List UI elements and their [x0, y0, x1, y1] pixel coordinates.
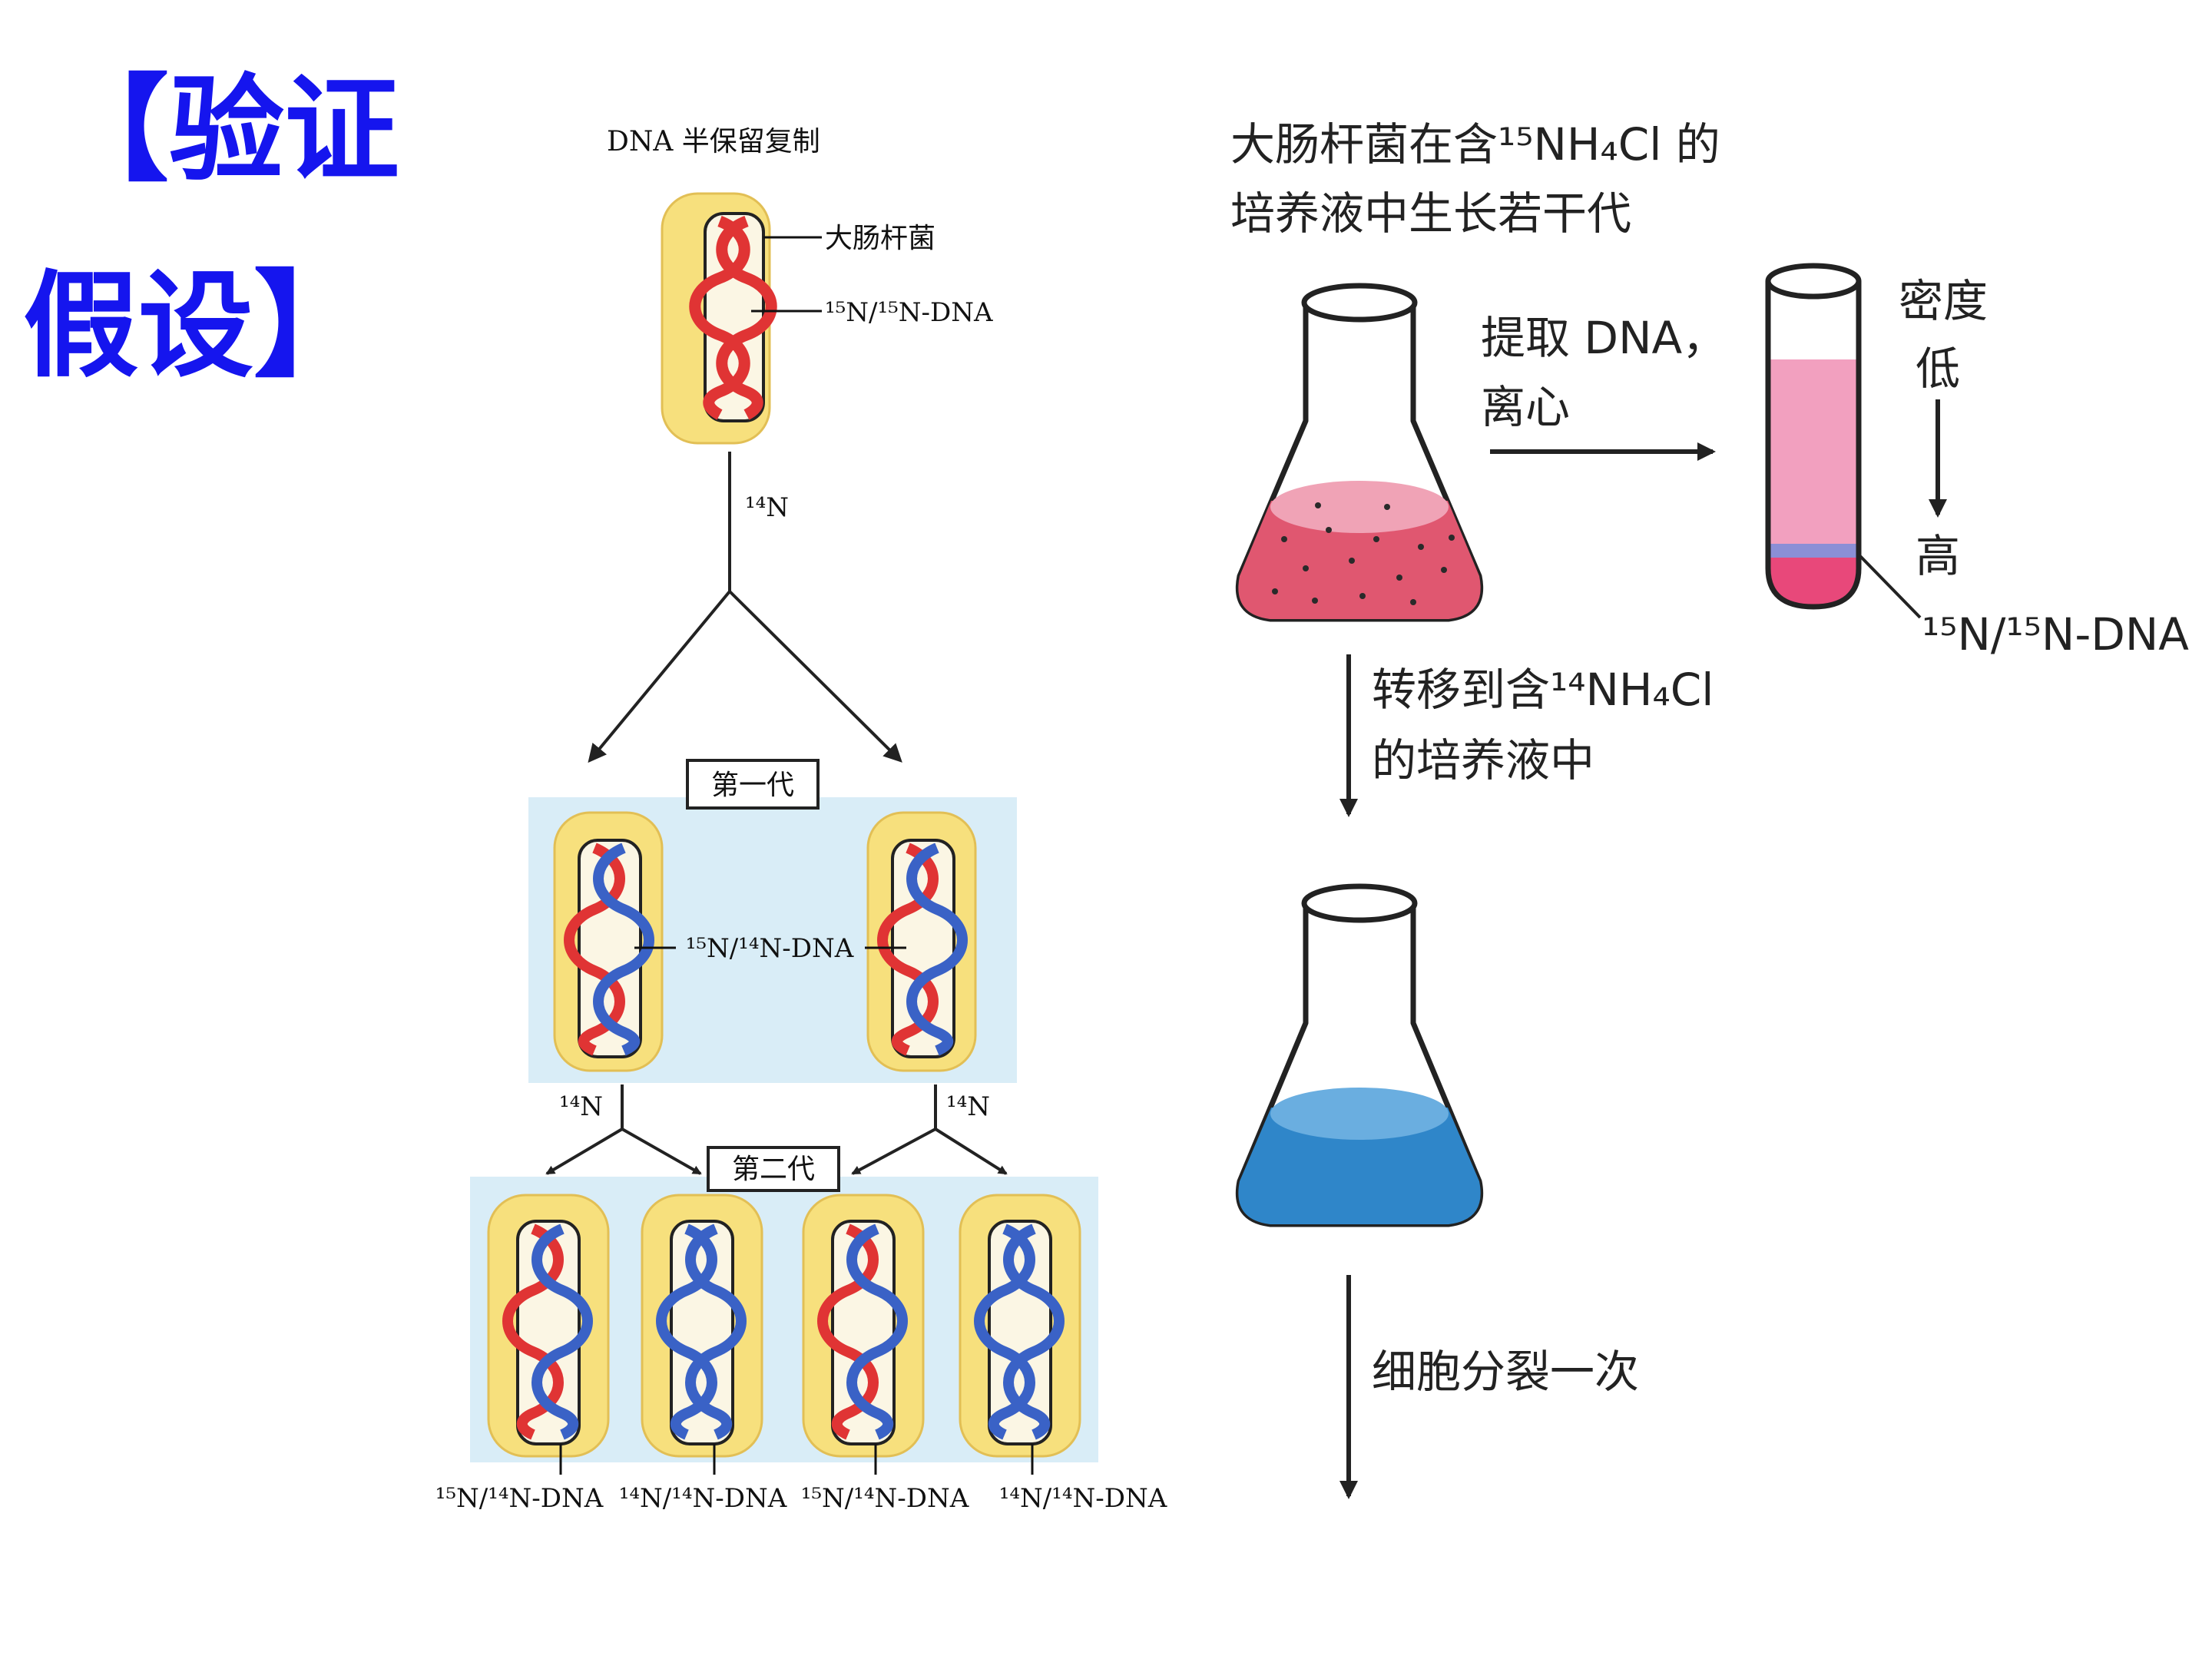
ecoli-cell-icon: [661, 192, 777, 445]
culture-text-line-1: 大肠杆菌在含¹⁵NH₄Cl 的: [1230, 118, 1720, 171]
dna-helix-icon: [974, 1224, 1035, 1440]
gen2-dna-label-3: ¹⁵N/¹⁴N-DNA: [801, 1483, 969, 1514]
band-label: ¹⁵N/¹⁵N-DNA: [1922, 608, 2189, 661]
density-label-2: 低: [1916, 343, 1960, 395]
heading-line-2: 假设】: [23, 260, 369, 393]
ecoli-cell-icon: [641, 1194, 763, 1458]
dna-helix-icon: [689, 215, 777, 420]
ecoli-cell-icon: [802, 1194, 925, 1458]
arrow-icon: [728, 590, 902, 763]
ecoli-cell-icon: [553, 811, 664, 1072]
centrifuge-tube-icon: [1765, 263, 1862, 610]
gen2-dna-label-4: ¹⁴N/¹⁴N-DNA: [999, 1483, 1167, 1514]
gen2-dna-label-1: ¹⁵N/¹⁴N-DNA: [435, 1483, 604, 1514]
erlenmeyer-flask-icon: [1235, 283, 1484, 622]
transfer-text-line-1: 转移到含¹⁴NH₄Cl: [1372, 664, 1714, 716]
gen1-label-box: [686, 759, 820, 810]
medium-label-a: ¹⁴N: [745, 492, 789, 523]
gen2-dna-label-2: ¹⁴N/¹⁴N-DNA: [619, 1483, 787, 1514]
density-label-1: 密度: [1899, 275, 1988, 327]
gen1-dna-label: ¹⁵N/¹⁴N-DNA: [686, 933, 854, 964]
gen1-label: 第一代: [711, 770, 794, 801]
leader-line: [1856, 551, 1922, 619]
ecoli-cell-icon: [487, 1194, 610, 1458]
bacteria-dots: [1272, 502, 1455, 605]
semiconservative-title: DNA 半保留复制: [607, 126, 820, 157]
dna-helix-icon: [531, 1224, 593, 1440]
arrow-icon: [851, 1128, 936, 1175]
dna-band: [1768, 544, 1859, 558]
parent-dna-label: ¹⁵N/¹⁵N-DNA: [825, 297, 993, 328]
gen2-label-box: [707, 1146, 840, 1192]
arrow-icon: [621, 1128, 702, 1175]
arrow-icon: [545, 1128, 624, 1175]
dna-helix-icon: [656, 1224, 717, 1440]
dna-helix-icon: [846, 1224, 908, 1440]
ecoli-label: 大肠杆菌: [825, 223, 935, 254]
dna-helix-icon: [564, 843, 654, 1056]
dna-helix-icon: [1003, 1224, 1065, 1440]
erlenmeyer-flask-icon: [1235, 883, 1484, 1227]
dna-helix-icon: [685, 1224, 747, 1440]
dna-helix-icon: [877, 843, 968, 1056]
transfer-text-line-2: 的培养液中: [1372, 734, 1594, 786]
dna-helix-icon: [817, 1224, 879, 1440]
dna-helix-icon: [502, 1224, 564, 1440]
arrow-icon: [934, 1128, 1008, 1175]
division-label: 细胞分裂一次: [1372, 1346, 1639, 1398]
ecoli-cell-icon: [959, 1194, 1081, 1458]
heading-line-1: 【验证: [54, 64, 400, 197]
culture-text-line-2: 培养液中生长若干代: [1230, 187, 1631, 240]
medium-label-b: ¹⁴N: [559, 1091, 603, 1122]
extract-text-line-2: 离心: [1481, 381, 1570, 433]
ecoli-cell-icon: [866, 811, 977, 1072]
medium-label-c: ¹⁴N: [946, 1091, 990, 1122]
gen2-label: 第二代: [732, 1154, 815, 1185]
arrow-icon: [588, 590, 731, 763]
density-label-3: 高: [1916, 530, 1960, 582]
extract-text-line-1: 提取 DNA，: [1481, 312, 1727, 364]
